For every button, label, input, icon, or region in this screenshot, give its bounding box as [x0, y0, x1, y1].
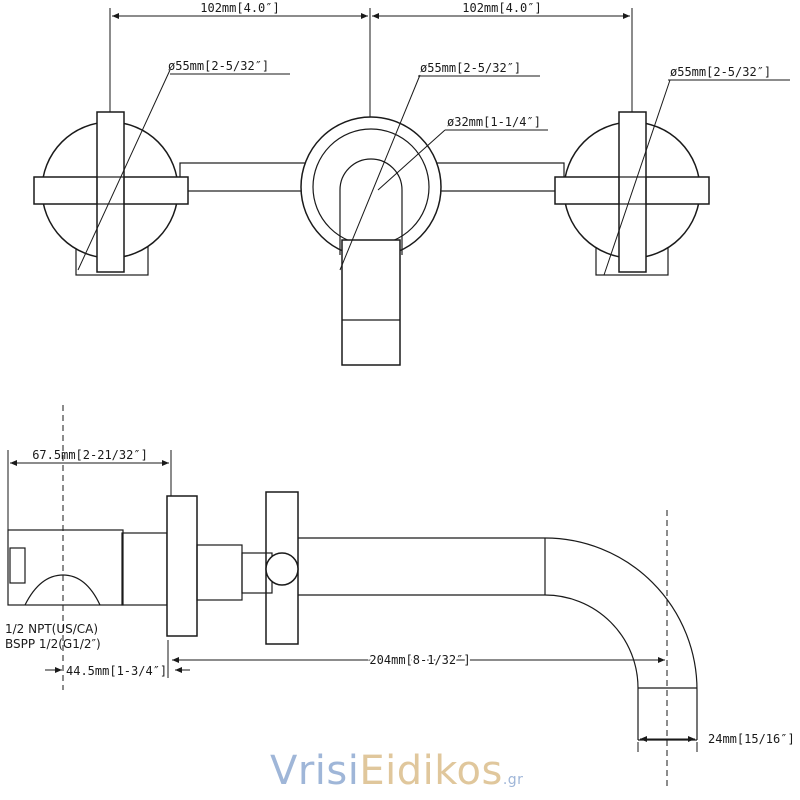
dim-depth-behind-wall: 67.5mm[2-21/32″]	[7, 448, 172, 530]
handle-stem	[196, 544, 243, 601]
spout-side	[298, 537, 698, 741]
dim-spout-reach: 204mm[8-1/32″]	[172, 651, 665, 669]
label-spout-reach: 204mm[8-1/32″]	[369, 653, 470, 667]
side-handle-knob	[265, 552, 299, 586]
logo-part2: Eidikos	[359, 748, 503, 794]
label-right-handle-dia: ø55mm[2-5/32″]	[670, 65, 771, 79]
vrisieidikos-logo: VrisiEidikos.gr	[270, 748, 523, 798]
valve-body	[7, 529, 168, 606]
label-thread-npt: 1/2 NPT(US/CA)	[5, 622, 98, 636]
dim-spout-outlet: 24mm[15/16″]	[637, 732, 795, 752]
label-left-handle-dia: ø55mm[2-5/32″]	[168, 59, 269, 73]
wall-flange-left	[166, 495, 198, 637]
left-cross-handle: ø55mm[2-5/32″]	[33, 59, 290, 276]
front-body-right	[431, 162, 565, 192]
label-thread-bspp: BSPP 1/2(G1/2″)	[5, 637, 101, 651]
right-cross-handle: ø55mm[2-5/32″]	[554, 65, 790, 276]
label-spacing-right: 102mm[4.0″]	[462, 1, 541, 15]
dim-spacing-top: 102mm[4.0″] 102mm[4.0″]	[109, 1, 633, 190]
label-escutcheon-dia: ø55mm[2-5/32″]	[420, 61, 521, 75]
label-depth: 67.5mm[2-21/32″]	[32, 448, 148, 462]
label-spacing-left: 102mm[4.0″]	[200, 1, 279, 15]
front-body-left	[179, 162, 311, 192]
label-spout-dia: ø32mm[1-1/4″]	[447, 115, 541, 129]
logo-suffix: .gr	[502, 772, 524, 788]
logo-part1: Vrisi	[270, 748, 360, 794]
label-min-depth: 44.5mm[1-3/4″]	[66, 664, 167, 678]
center-spout-front: ø55mm[2-5/32″] ø32mm[1-1/4″]	[300, 61, 548, 366]
side-view: 67.5mm[2-21/32″] 1/2 NPT(US/CA) BSPP 1/2…	[5, 405, 795, 790]
label-spout-outlet: 24mm[15/16″]	[708, 732, 795, 746]
dim-min-depth: 44.5mm[1-3/4″]	[45, 640, 190, 678]
front-view: 102mm[4.0″] 102mm[4.0″] ø55mm[2-5/32″]	[33, 1, 790, 366]
